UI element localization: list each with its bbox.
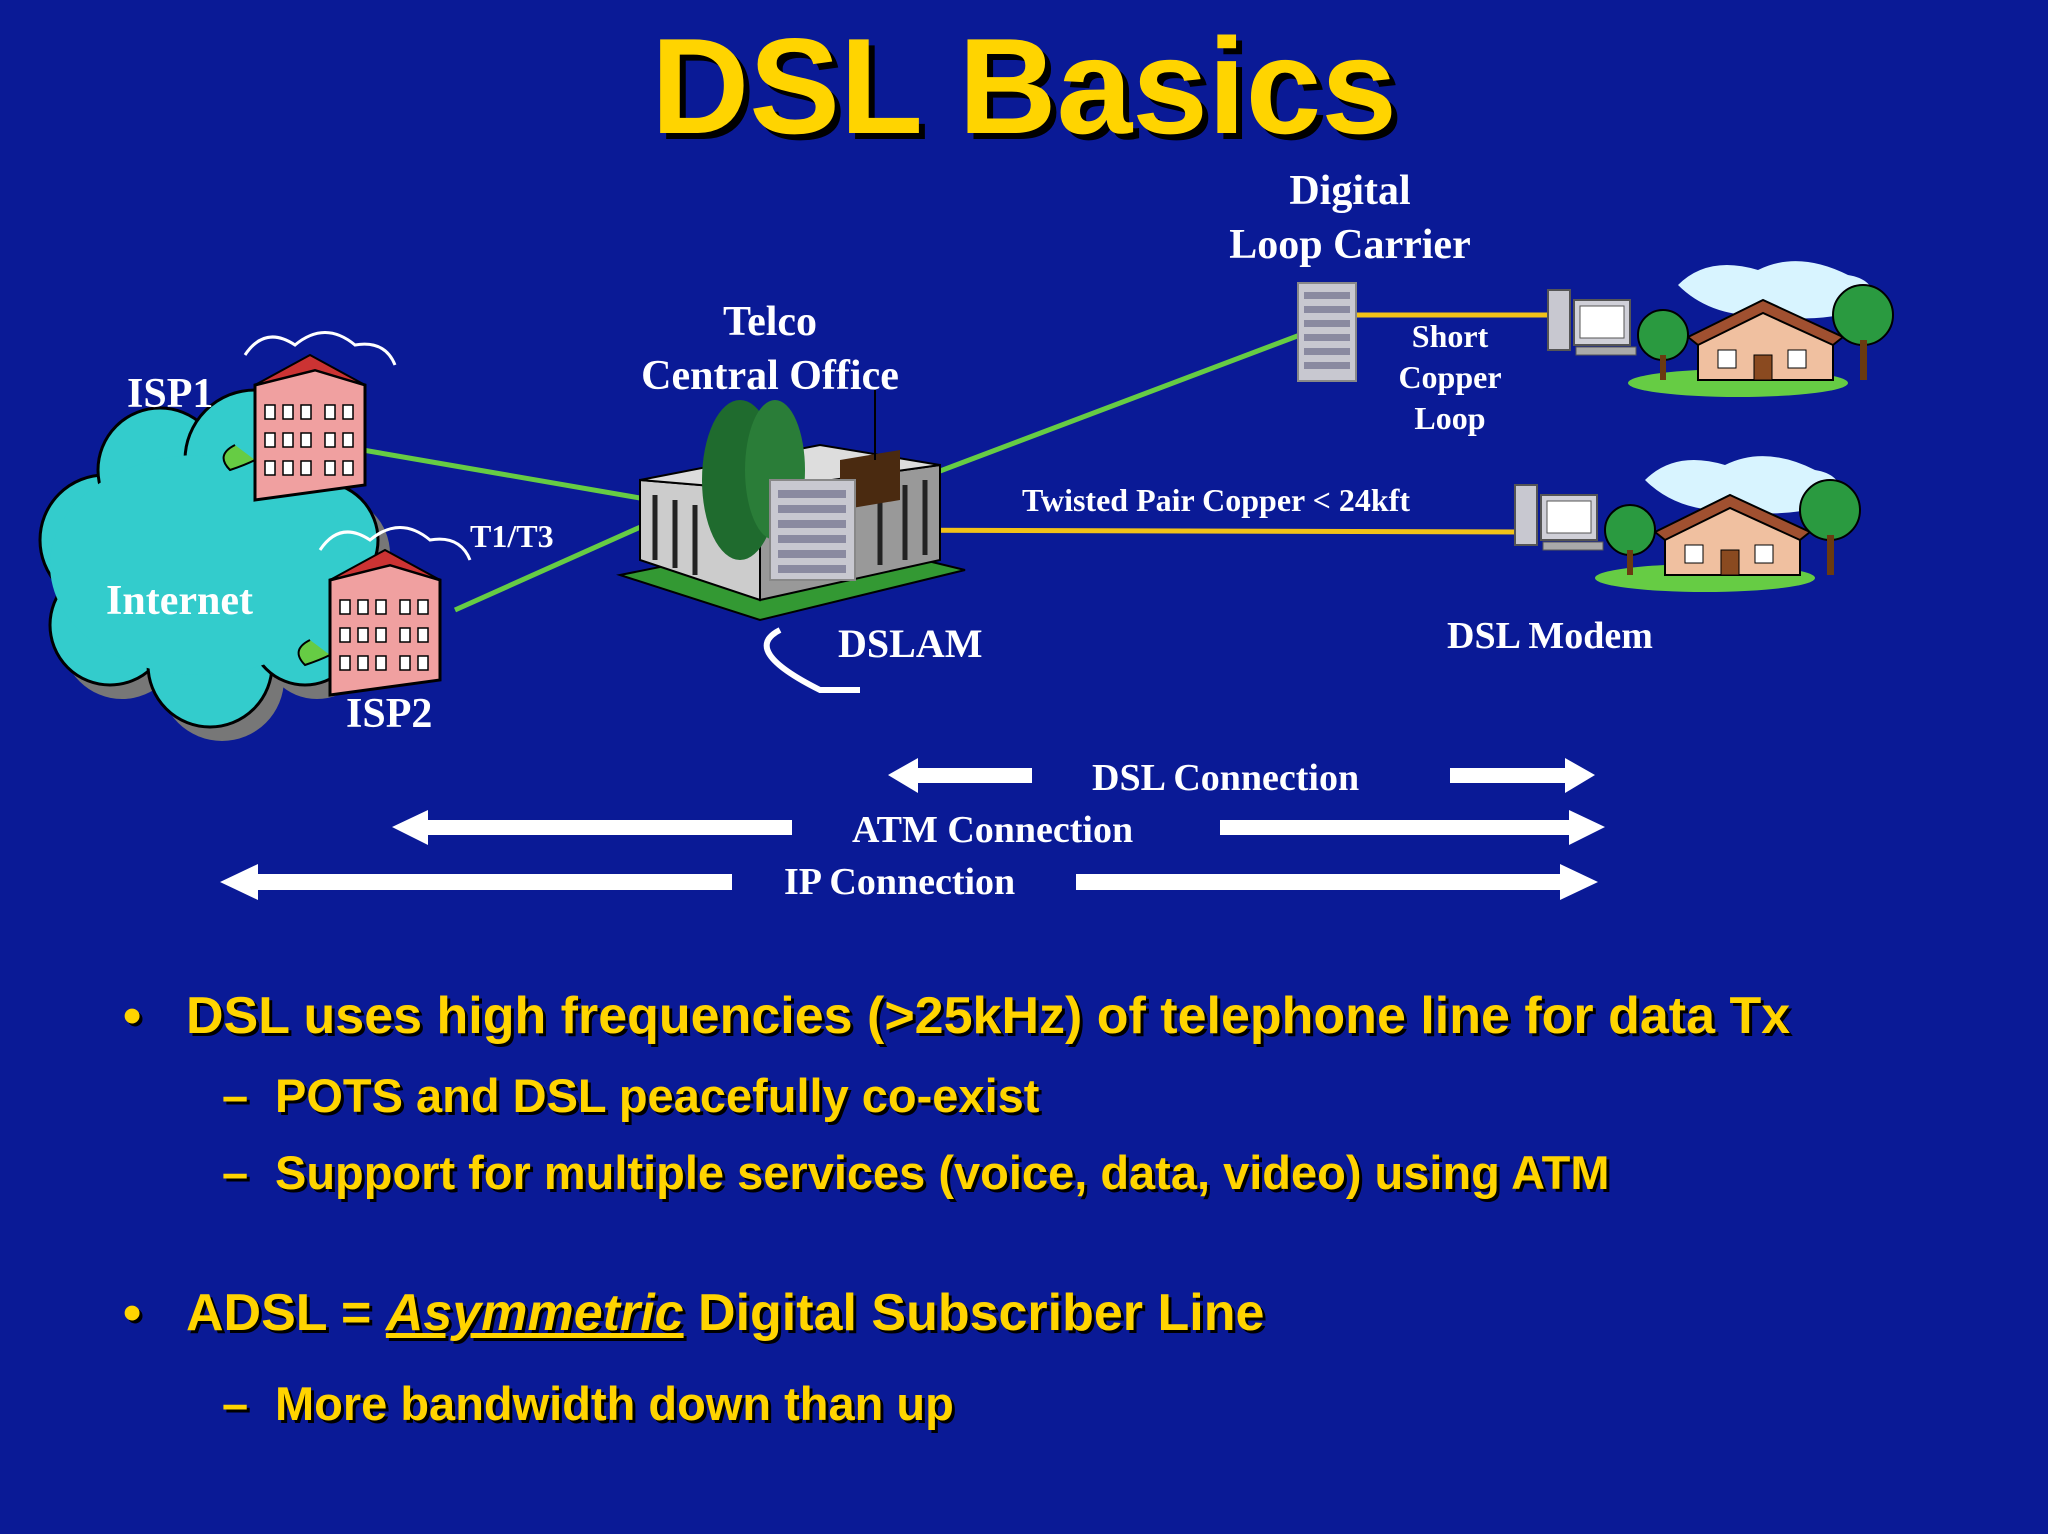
bullet-1-sub-2: – Support for multiple services (voice, … xyxy=(222,1145,1610,1200)
short-loop-label: Short Copper Loop xyxy=(1370,316,1530,439)
bullet-1-sub-2-text: Support for multiple services (voice, da… xyxy=(275,1146,1610,1199)
dlc-label: Digital Loop Carrier xyxy=(1180,164,1520,272)
digital-loop-carrier-icon xyxy=(1297,282,1357,382)
bullet-1-sub-1-text: POTS and DSL peacefully co-exist xyxy=(275,1069,1040,1122)
dsl-modem-label: DSL Modem xyxy=(1447,615,1653,657)
dlc-label-line2: Loop Carrier xyxy=(1229,222,1471,268)
bullet-1-sub-1-glyph: – xyxy=(222,1069,249,1122)
home-computer-icon-bottom xyxy=(1514,456,1861,592)
bullet-1-glyph: • xyxy=(123,987,142,1045)
short-loop-line3: Loop xyxy=(1414,400,1486,436)
bullet-2-prefix: ADSL = xyxy=(186,1284,386,1342)
bullet-2-suffix: Digital Subscriber Line xyxy=(683,1284,1265,1342)
twisted-pair-label: Twisted Pair Copper < 24kft xyxy=(1022,482,1411,518)
home-computer-icon-top xyxy=(1547,261,1894,397)
bullet-1-sub-1: – POTS and DSL peacefully co-exist xyxy=(222,1068,1040,1123)
dslam-label: DSLAM xyxy=(838,621,983,666)
bullet-2-sub-1: – More bandwidth down than up xyxy=(222,1376,954,1431)
dsl-connection-label: DSL Connection xyxy=(1092,757,1360,799)
ip-connection-label: IP Connection xyxy=(784,861,1016,903)
short-loop-line1: Short xyxy=(1411,318,1489,354)
telco-label-line2: Central Office xyxy=(641,353,899,399)
ip-connection-arrow xyxy=(220,864,1598,900)
bullet-2-sub-1-text: More bandwidth down than up xyxy=(275,1377,954,1430)
isp1-label: ISP1 xyxy=(127,371,214,417)
dslam-rack-icon xyxy=(769,479,856,581)
telco-label: Telco Central Office xyxy=(590,295,950,403)
internet-label: Internet xyxy=(106,578,253,624)
dsl-connection-arrow xyxy=(888,758,1595,793)
bullet-2: • ADSL = Asymmetric Digital Subscriber L… xyxy=(123,1283,1265,1343)
dlc-label-line1: Digital xyxy=(1289,168,1411,214)
connection-arrows xyxy=(220,758,1605,900)
bullet-2-sub-1-glyph: – xyxy=(222,1377,249,1430)
bullet-1-text: DSL uses high frequencies (>25kHz) of te… xyxy=(186,987,1791,1045)
short-loop-line2: Copper xyxy=(1398,359,1502,395)
t1t3-label: T1/T3 xyxy=(470,518,554,554)
telco-label-line1: Telco xyxy=(722,299,818,345)
bullet-2-glyph: • xyxy=(123,1284,142,1342)
bullet-1-sub-2-glyph: – xyxy=(222,1146,249,1199)
bullet-1: • DSL uses high frequencies (>25kHz) of … xyxy=(123,986,1791,1046)
slide-title: DSL Basics xyxy=(651,10,1397,162)
copper-links xyxy=(857,312,1560,535)
isp1-building-icon xyxy=(222,331,397,502)
isp2-label: ISP2 xyxy=(346,691,433,737)
isp2-building-icon xyxy=(297,526,472,697)
bullet-2-emphasis: Asymmetric xyxy=(385,1284,684,1342)
atm-connection-label: ATM Connection xyxy=(852,809,1134,851)
atm-connection-arrow xyxy=(392,810,1605,845)
